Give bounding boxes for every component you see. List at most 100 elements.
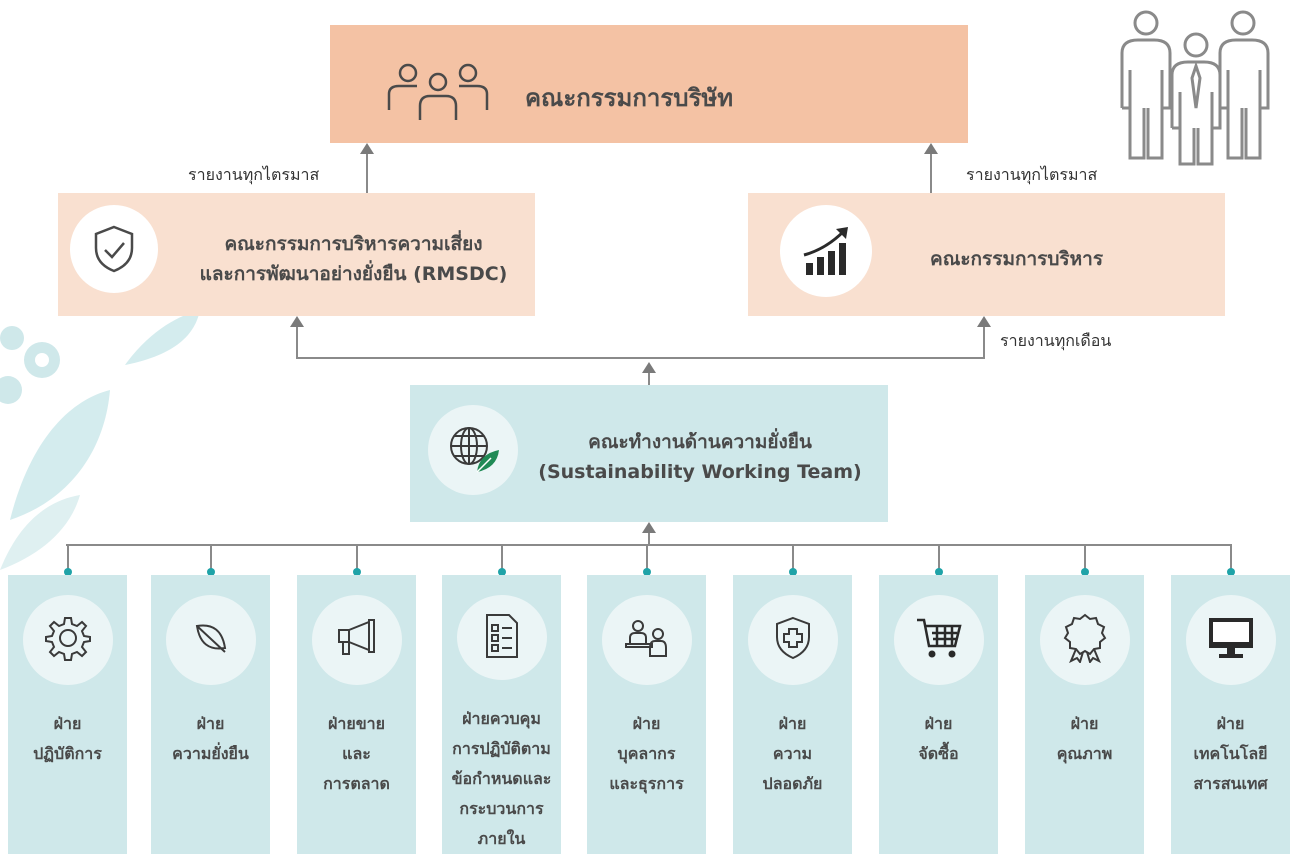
department-icon-circle xyxy=(22,595,113,685)
department-label-line: ฝ่าย xyxy=(1070,714,1099,733)
report-quarterly-right: รายงานทุกไตรมาส xyxy=(966,165,1098,184)
connector-dot xyxy=(352,568,361,576)
department-label-line: ฝ่าย xyxy=(53,714,82,733)
department-label: ฝ่ายความปลอดภัย xyxy=(763,709,823,799)
department-icon-circle xyxy=(747,595,838,685)
connector-dept-0 xyxy=(66,544,69,572)
board-box xyxy=(330,25,968,143)
department-label-line: กระบวนการ xyxy=(459,799,544,818)
arrow-up-icon xyxy=(924,143,938,154)
connector-dept-7 xyxy=(1083,544,1086,572)
connector-dot xyxy=(1080,568,1089,576)
department-label: ฝ่ายเทคโนโลยีสารสนเทศ xyxy=(1193,709,1267,799)
connector-team-exec xyxy=(983,326,985,358)
award-icon xyxy=(1063,613,1107,667)
team-icon-circle xyxy=(428,405,518,495)
gear-icon xyxy=(44,615,91,665)
shield-check-icon xyxy=(94,225,134,273)
department-box: ฝ่ายบุคลากรและธุรการ xyxy=(587,575,706,854)
rmsdc-title-line2: และการพัฒนาอย่างยั่งยืน (RMSDC) xyxy=(199,263,508,285)
department-label-line: ฝ่ายขาย xyxy=(327,714,386,733)
rmsdc-icon-circle xyxy=(70,205,158,293)
executive-title: คณะกรรมการบริหาร xyxy=(930,248,1104,270)
department-label: ฝ่ายคุณภาพ xyxy=(1057,709,1113,769)
connector-dot xyxy=(497,568,506,576)
team-title-line2: (Sustainability Working Team) xyxy=(538,461,862,483)
decor-leaves xyxy=(0,310,200,570)
connector-dept-4 xyxy=(645,544,648,572)
department-box: ฝ่ายจัดซื้อ xyxy=(879,575,998,854)
department-label-line: ฝ่าย xyxy=(196,714,225,733)
department-label: ฝ่ายปฏิบัติการ xyxy=(33,709,102,769)
department-label-line: การตลาด xyxy=(323,774,390,793)
arrow-up-icon xyxy=(290,316,304,327)
department-label-line: คุณภาพ xyxy=(1056,744,1113,763)
connector-dept-8 xyxy=(1229,544,1232,572)
connector-dept-2 xyxy=(355,544,358,572)
department-box: ฝ่ายเทคโนโลยีสารสนเทศ xyxy=(1171,575,1290,854)
department-box: ฝ่ายขายและการตลาด xyxy=(297,575,416,854)
connector-team-up xyxy=(648,371,650,385)
department-icon-circle xyxy=(893,595,984,685)
team-title: คณะทำงานด้านความยั่งยืน (Sustainability … xyxy=(520,427,880,487)
department-box: ฝ่ายคุณภาพ xyxy=(1025,575,1144,854)
connector-team-rmsdc xyxy=(296,326,298,358)
department-icon-circle xyxy=(1039,595,1130,685)
connector-dept-6 xyxy=(937,544,940,572)
department-label-line: ข้อกำหนดและ xyxy=(451,769,552,788)
department-label-line: ฝ่ายควบคุม xyxy=(462,709,541,728)
department-box: ฝ่ายควบคุมการปฏิบัติตามข้อกำหนดและกระบวน… xyxy=(442,575,561,854)
department-label-line: และ xyxy=(342,744,371,763)
department-box: ฝ่ายปฏิบัติการ xyxy=(8,575,127,854)
growth-chart-icon xyxy=(803,227,848,275)
arrow-up-icon xyxy=(360,143,374,154)
arrow-up-icon xyxy=(642,362,656,373)
connector-dept-5 xyxy=(791,544,794,572)
connector-exec-board xyxy=(930,153,932,193)
department-label: ฝ่ายบุคลากรและธุรการ xyxy=(609,709,683,799)
arrow-up-icon xyxy=(977,316,991,327)
department-box: ฝ่ายความปลอดภัย xyxy=(733,575,852,854)
department-label: ฝ่ายจัดซื้อ xyxy=(918,709,958,769)
department-label-line: จัดซื้อ xyxy=(918,744,959,763)
department-icon-circle xyxy=(601,595,692,685)
department-label-line: ความยั่งยืน xyxy=(172,744,249,763)
connector-dept-1 xyxy=(209,544,212,572)
people-outline-icon xyxy=(1120,10,1270,166)
connector-dept-3 xyxy=(500,544,503,572)
department-label-line: ฝ่าย xyxy=(1216,714,1245,733)
department-label-line: สารสนเทศ xyxy=(1193,774,1268,793)
department-label: ฝ่ายขายและการตลาด xyxy=(323,709,390,799)
cart-icon xyxy=(915,616,963,664)
department-icon-circle xyxy=(165,595,256,685)
team-title-line1: คณะทำงานด้านความยั่งยืน xyxy=(588,431,812,453)
connector-rmsdc-board xyxy=(366,153,368,193)
megaphone-icon xyxy=(335,618,379,662)
connector-dot xyxy=(63,568,72,576)
department-label-line: เทคโนโลยี xyxy=(1193,744,1268,763)
executive-icon-circle xyxy=(780,205,872,297)
connector-dot xyxy=(642,568,651,576)
department-label-line: การปฏิบัติตาม xyxy=(452,739,551,758)
board-title: คณะกรรมการบริษัท xyxy=(525,84,734,112)
department-label-line: และธุรการ xyxy=(609,774,684,793)
department-icon-circle xyxy=(311,595,402,685)
rmsdc-title-line1: คณะกรรมการบริหารความเสี่ยง xyxy=(224,233,483,255)
department-label: ฝ่ายควบคุมการปฏิบัติตามข้อกำหนดและกระบวน… xyxy=(452,704,552,854)
department-icon-circle xyxy=(1185,595,1276,685)
department-label-line: ภายใน xyxy=(477,829,526,848)
department-box: ฝ่ายความยั่งยืน xyxy=(151,575,270,854)
department-label-line: ฝ่าย xyxy=(632,714,661,733)
monitor-icon xyxy=(1207,616,1255,664)
connector-dot xyxy=(206,568,215,576)
department-label-line: บุคลากร xyxy=(617,744,676,763)
connector-dept-team xyxy=(648,532,650,545)
checklist-icon xyxy=(483,613,521,663)
department-label-line: ฝ่าย xyxy=(778,714,807,733)
report-monthly: รายงานทุกเดือน xyxy=(1000,331,1112,350)
connector-dot xyxy=(934,568,943,576)
report-quarterly-left: รายงานทุกไตรมาส xyxy=(188,165,320,184)
connector-horizontal-mid xyxy=(296,357,985,359)
globe-leaf-icon xyxy=(450,427,499,473)
rmsdc-title: คณะกรรมการบริหารความเสี่ยง และการพัฒนาอย… xyxy=(176,229,531,289)
